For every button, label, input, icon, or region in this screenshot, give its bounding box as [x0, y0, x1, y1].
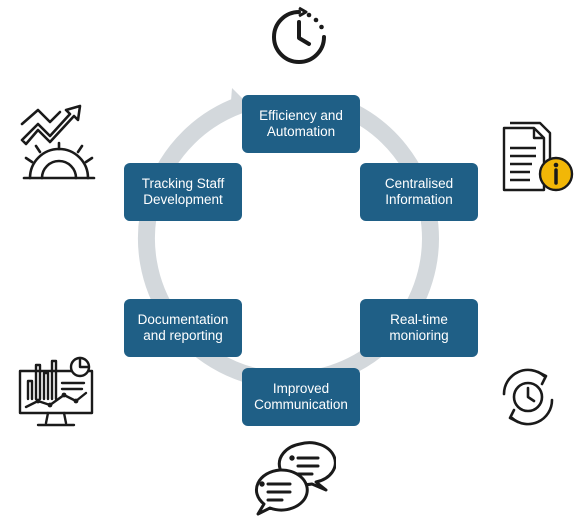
step-label: Real-time monioring: [389, 312, 449, 343]
step-label: Tracking Staff Development: [141, 176, 225, 207]
step-documentation-reporting: Documentation and reporting: [124, 299, 242, 357]
step-label: Documentation and reporting: [137, 312, 229, 343]
step-label: Efficiency and Automation: [259, 108, 343, 139]
refresh-clock-icon: [502, 368, 554, 426]
growth-gear-icon: [20, 104, 96, 180]
dashboard-monitor-icon: [18, 356, 94, 427]
document-info-icon: [502, 121, 574, 192]
chat-bubbles-icon: [254, 441, 336, 516]
step-label: Improved Communication: [254, 381, 348, 412]
step-real-time-monitoring: Real-time monioring: [360, 299, 478, 357]
step-label: Centralised Information: [384, 176, 454, 207]
step-centralised-information: Centralised Information: [360, 163, 478, 221]
step-efficiency-automation: Efficiency and Automation: [242, 95, 360, 153]
step-tracking-staff-development: Tracking Staff Development: [124, 163, 242, 221]
step-improved-communication: Improved Communication: [242, 368, 360, 426]
clock-icon: [272, 6, 326, 64]
